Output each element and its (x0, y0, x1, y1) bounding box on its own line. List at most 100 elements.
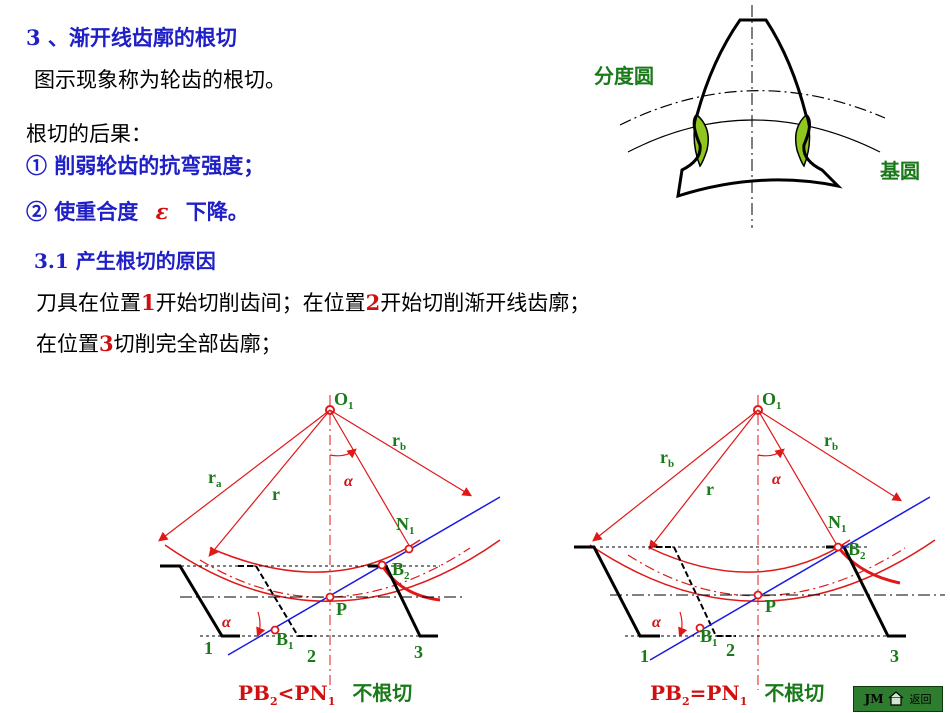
left-alpha-arc-top (329, 448, 357, 459)
right-label-p: P (765, 596, 776, 616)
left-rb-line (329, 409, 473, 497)
left-addendum-circle (164, 539, 501, 602)
right-caption-text: 不根切 (764, 681, 825, 705)
left-label-pos2: 2 (307, 646, 316, 666)
right-alpha-arc-top (757, 448, 785, 459)
right-line-of-action (649, 496, 931, 661)
left-pitch-circle (199, 547, 471, 598)
undercut-left (693, 113, 709, 168)
pitch-circle-label: 分度圆 (594, 64, 654, 88)
right-addendum-circle (589, 539, 936, 602)
right-label-r: r (706, 479, 714, 499)
right-label-pos3: 3 (890, 646, 899, 666)
consequences-title: 根切的后果： (26, 122, 152, 146)
right-diagram: O1 rb r rb α α N1 B2 P B1 1 2 3 (574, 389, 945, 690)
consequence-2: ② 使重合度 ε 下降。 (26, 196, 249, 226)
back-nav-button[interactable]: JM 返回 (853, 686, 943, 712)
reason-1a: 刀具在位置 (36, 291, 141, 315)
right-tooth-curve (836, 546, 901, 585)
base-circle-label: 基圆 (880, 159, 920, 183)
gear-tooth-outline (676, 18, 843, 199)
right-label-alpha-top: α (772, 471, 782, 488)
right-label-b2: B2 (848, 539, 866, 562)
right-label-o1: O1 (762, 389, 782, 412)
left-caption-text: 不根切 (352, 681, 413, 705)
right-caption: PB2=PN1 不根切 (650, 677, 824, 708)
reason-line-2: 在位置3切削完全部齿廓； (36, 328, 282, 358)
position-2: 2 (365, 290, 381, 315)
right-base-circle (649, 539, 851, 573)
left-label-p: P (336, 599, 347, 619)
left-rack-pos3 (368, 564, 438, 638)
reason-2a: 在位置 (36, 332, 99, 356)
left-label-pos3: 3 (414, 642, 423, 662)
right-label-rb-left: rb (660, 447, 674, 470)
right-pitch-circle (627, 547, 906, 597)
subsection-title: 3.1 产生根切的原因 (34, 249, 216, 273)
left-line-of-action (227, 496, 501, 656)
right-point-n1-b2 (833, 542, 843, 552)
left-caption-pb: PB2<PN1 (238, 681, 336, 708)
consequence-1: ① 削弱轮齿的抗弯强度； (26, 153, 265, 178)
left-alpha-arc-bottom (256, 611, 266, 638)
left-rack-pos2 (238, 565, 316, 637)
position-1: 1 (141, 290, 156, 315)
left-label-n1: N1 (396, 514, 415, 537)
left-label-pos1: 1 (204, 638, 213, 658)
section-title: 3 、渐开线齿廓的根切 (26, 25, 237, 50)
left-label-ra: ra (208, 467, 222, 490)
right-caption-pb: PB2=PN1 (650, 681, 748, 708)
left-point-n1 (404, 544, 414, 554)
reason-1c: 开始切削渐开线齿廓； (380, 291, 591, 315)
right-rb-left-line (592, 409, 759, 542)
right-label-alpha-bottom: α (652, 614, 662, 631)
base-circle (627, 119, 881, 153)
left-label-r: r (272, 484, 280, 504)
right-label-b1: B1 (700, 626, 718, 649)
left-n1-line (329, 409, 411, 548)
left-point-p (325, 592, 335, 602)
left-label-rb: rb (392, 430, 406, 453)
right-point-b1 (695, 623, 705, 633)
left-ra-line (158, 409, 331, 542)
right-rack-pos1 (574, 545, 660, 638)
home-icon (887, 690, 905, 709)
left-label-alpha-top: α (344, 473, 354, 490)
right-r-line (648, 409, 759, 550)
reason-1b: 开始切削齿间；在位置 (155, 291, 366, 315)
left-diagram: O1 ra r rb α α N1 B2 P B1 1 2 3 (158, 389, 501, 690)
left-label-b1: B1 (276, 629, 294, 652)
left-point-b1 (270, 625, 280, 635)
reason-line-1: 刀具在位置1开始切削齿间；在位置2开始切削渐开线齿廓； (36, 287, 590, 317)
left-tooth-curve (380, 564, 441, 602)
left-r-line (208, 409, 331, 557)
consequence-2-post: 下降。 (185, 199, 249, 224)
left-label-o1: O1 (334, 389, 354, 412)
right-rb-line (757, 409, 903, 502)
epsilon-symbol: ε (155, 199, 169, 224)
reason-2b: 切削完全部齿廓； (113, 332, 282, 356)
right-label-pos2: 2 (726, 640, 735, 660)
consequence-2-pre: ② 使重合度 (26, 199, 139, 224)
left-label-b2: B2 (392, 559, 410, 582)
intro-text: 图示现象称为轮齿的根切。 (34, 68, 286, 92)
right-rack-pos2 (656, 546, 736, 637)
right-label-pos1: 1 (640, 646, 649, 666)
jm-logo: JM (864, 692, 884, 706)
right-label-n1: N1 (828, 512, 847, 535)
left-label-alpha-bottom: α (222, 614, 232, 631)
right-point-p (753, 590, 763, 600)
right-alpha-arc-bottom (678, 611, 688, 638)
left-rack-pos1 (160, 564, 240, 638)
position-3: 3 (99, 331, 114, 356)
left-point-b2 (377, 560, 387, 570)
pitch-circle (619, 90, 886, 126)
right-n1-line (757, 409, 839, 548)
right-rack-pos3 (826, 545, 906, 638)
left-caption: PB2<PN1 不根切 (238, 677, 412, 708)
left-base-circle (209, 539, 421, 573)
back-label: 返回 (909, 693, 932, 706)
right-label-rb: rb (824, 430, 838, 453)
